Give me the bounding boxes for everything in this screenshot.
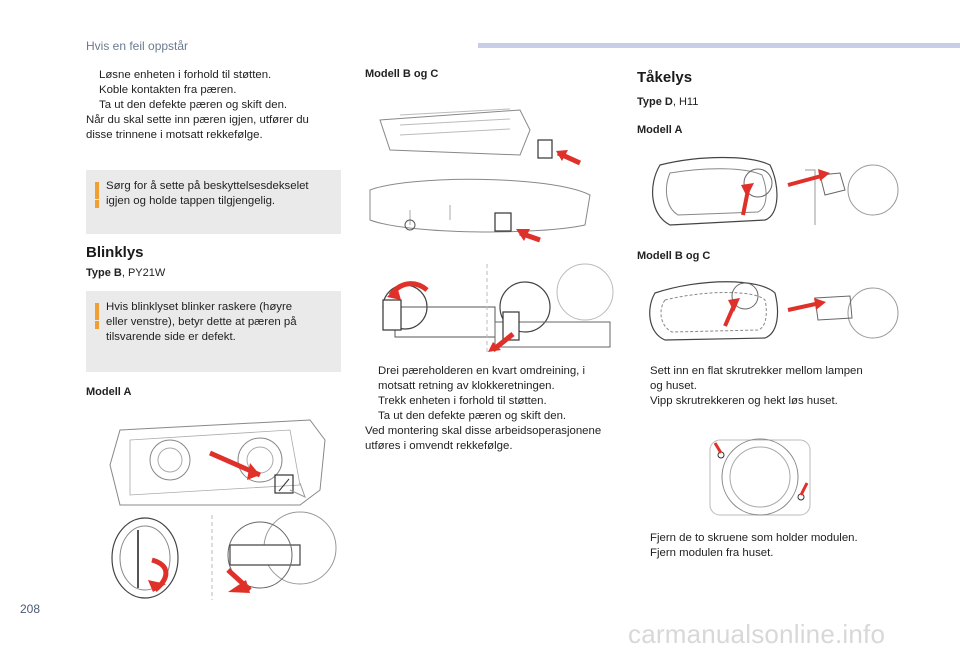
paragraph-line: utføres i omvendt rekkefølge. [365, 440, 513, 452]
watermark-link[interactable]: carmanualsonline.info [628, 619, 886, 649]
fog-light-model-a-illustration [652, 156, 899, 226]
model-label: Modell A [86, 386, 132, 398]
note-marker [95, 200, 99, 208]
list-item: Sett inn en flat skrutrekker mellom lamp… [650, 365, 863, 377]
col2-steps: Drei pæreholderen en kvart omdreining, i… [365, 364, 625, 454]
fog-light-module-illustration [709, 438, 811, 516]
list-item: Ta ut den defekte pæren og skift den. [99, 99, 288, 111]
list-item: Drei pæreholderen en kvart omdreining, i [378, 365, 586, 377]
model-label: Modell B og C [365, 68, 439, 80]
header-accent-bar [478, 43, 960, 48]
col1-steps: Løsne enheten i forhold til støtten. Kob… [86, 68, 341, 143]
fog-light-model-bc-illustration [649, 281, 899, 341]
bulb-type: Type D, H11 [637, 96, 699, 108]
list-item: Løsne enheten i forhold til støtten. [99, 69, 272, 81]
section-heading-blinklys: Blinklys [86, 244, 144, 261]
info-note: Hvis blinklyset blinker raskere (høyre e… [86, 291, 341, 372]
paragraph-line: Ved montering skal disse arbeidsoperasjo… [365, 425, 602, 437]
section-heading-taakelys: Tåkelys [637, 69, 693, 86]
bulb-holder-rotate-illustration [111, 511, 337, 600]
section-title: Hvis en feil oppstår [86, 39, 189, 53]
headlamp-rear-illustration [369, 108, 591, 243]
model-label: Modell A [637, 124, 683, 136]
turn-signal-housing-illustration [109, 419, 326, 506]
paragraph-line: disse trinnene i motsatt rekkefølge. [86, 129, 263, 141]
col3-steps-a: Sett inn en flat skrutrekker mellom lamp… [637, 364, 897, 409]
note-marker [95, 321, 99, 329]
list-item: Fjern de to skruene som holder modulen. [650, 532, 858, 544]
col3-steps-b: Fjern de to skruene som holder modulen. … [637, 531, 897, 561]
list-item: Koble kontakten fra pæren. [99, 84, 237, 96]
page-number: 208 [20, 602, 41, 616]
note-marker [95, 303, 99, 320]
bulb-holder-detail-illustration [382, 263, 614, 352]
list-item: Fjern modulen fra huset. [650, 547, 774, 559]
bulb-type: Type B, PY21W [86, 267, 166, 279]
paragraph-line: Når du skal sette inn pæren igjen, utfør… [86, 114, 309, 126]
list-item: Ta ut den defekte pæren og skift den. [378, 410, 567, 422]
list-item: Trekk enheten i forhold til støtten. [378, 395, 547, 407]
list-item: Vipp skrutrekkeren og hekt løs huset. [650, 395, 838, 407]
info-note: Sørg for å sette på beskyttelsesdekselet… [86, 170, 341, 234]
note-marker [95, 182, 99, 199]
model-label: Modell B og C [637, 250, 711, 262]
